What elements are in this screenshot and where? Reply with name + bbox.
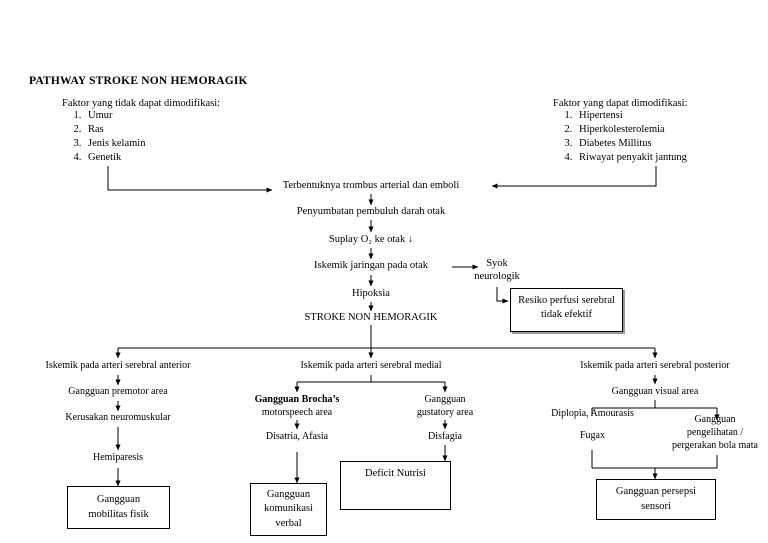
box-komunikasi-line2: komunikasi: [264, 503, 313, 515]
list-item: Hiperkolesterolemia: [575, 124, 687, 136]
box-persepsi-line1: Gangguan persepsi: [615, 486, 697, 498]
left-factors-list: Umur Ras Jenis kelamin Genetik: [62, 110, 145, 166]
node-gangguan-gustatory-line2: gustatory area: [416, 407, 474, 418]
edge-syok-resiko: [496, 287, 509, 304]
node-iskemik-medial: Iskemik pada arteri serebral medial: [300, 360, 442, 371]
node-iskemik-anterior: Iskemik pada arteri serebral anterior: [45, 360, 191, 371]
node-gangguan-pengelihatan-line1: Gangguan: [694, 414, 736, 425]
node-diplopia-amourasis: Diplopia, Amourasis: [551, 408, 634, 419]
box-deficit-nutrisi: Deficit Nutrisi: [340, 461, 451, 510]
node-fugax: Fugax: [580, 430, 605, 441]
node-disatria-afasia: Disatria, Afasia: [265, 431, 329, 442]
node-stroke-non-hemoragik: STROKE NON HEMORAGIK: [304, 312, 438, 323]
left-factors-heading: Faktor yang tidak dapat dimodifikasi:: [62, 98, 221, 109]
box-mobilitas-line1: Gangguan: [96, 494, 141, 506]
node-suplay-o2: Suplay O₂ ke otak ↓: [328, 234, 414, 245]
node-gangguan-gustatory-line1: Gangguan: [424, 394, 466, 405]
node-motorspeech-area: motorspeech area: [261, 407, 333, 418]
box-persepsi-line2: sensori: [641, 500, 671, 512]
page-title: PATHWAY STROKE NON HEMORAGIK: [29, 75, 248, 87]
node-disfagia: Disfagia: [428, 431, 462, 442]
box-mobilitas-line2: mobilitas fisik: [88, 508, 149, 520]
list-item: Diabetes Millitus: [575, 138, 687, 150]
node-penyumbatan: Penyumbatan pembuluh darah otak: [296, 206, 446, 217]
list-item: Umur: [84, 110, 145, 122]
list-item: Ras: [84, 124, 145, 136]
node-syok-neurologik-line1: Syok: [486, 258, 508, 269]
box-gangguan-persepsi-sensori: Gangguan persepsi sensori: [596, 479, 716, 520]
box-gangguan-komunikasi-verbal: Gangguan komunikasi verbal: [250, 483, 327, 536]
node-gangguan-visual-area: Gangguan visual area: [611, 386, 699, 397]
box-deficit-nutrisi-line1: Deficit Nutrisi: [365, 468, 426, 479]
edge-right-factors-to-trombus: [491, 166, 657, 189]
box-resiko-line2: tidak efektif: [540, 309, 593, 321]
node-gangguan-brochas: Gangguan Brocha’s: [254, 394, 340, 405]
list-item: Hipertensi: [575, 110, 687, 122]
node-iskemik-posterior: Iskemik pada arteri serebral posterior: [580, 360, 730, 371]
list-item: Genetik: [84, 152, 145, 164]
node-gangguan-premotor-area: Gangguan premotor area: [68, 386, 168, 397]
box-resiko-perfusi-serebral: Resiko perfusi serebral tidak efektif: [510, 288, 623, 332]
right-factors-list: Hipertensi Hiperkolesterolemia Diabetes …: [553, 110, 687, 166]
box-komunikasi-line3: verbal: [275, 517, 302, 529]
node-trombus: Terbentuknya trombus arterial dan emboli: [282, 180, 460, 191]
list-item: Riwayat penyakit jantung: [575, 152, 687, 164]
node-hipoksia: Hipoksia: [352, 288, 390, 299]
node-syok-neurologik-line2: neurologik: [474, 271, 520, 282]
edge-left-factors-to-trombus: [107, 166, 273, 193]
box-resiko-line1: Resiko perfusi serebral: [518, 295, 615, 306]
right-factors-heading: Faktor yang dapat dimodifikasi:: [553, 98, 688, 109]
list-item: Jenis kelamin: [84, 138, 145, 150]
box-gangguan-mobilitas-fisik: Gangguan mobilitas fisik: [67, 486, 170, 529]
node-kerusakan-neuromuskular: Kerusakan neuromuskular: [65, 412, 171, 423]
box-komunikasi-line1: Gangguan: [266, 489, 311, 501]
node-gangguan-pengelihatan-line3: pergerakan bola mata: [672, 440, 758, 451]
node-hemiparesis: Hemiparesis: [93, 452, 143, 463]
node-gangguan-pengelihatan-line2: pengelihatan /: [686, 427, 744, 438]
node-iskemik-jaringan: Iskemik jaringan pada otak: [313, 260, 428, 271]
